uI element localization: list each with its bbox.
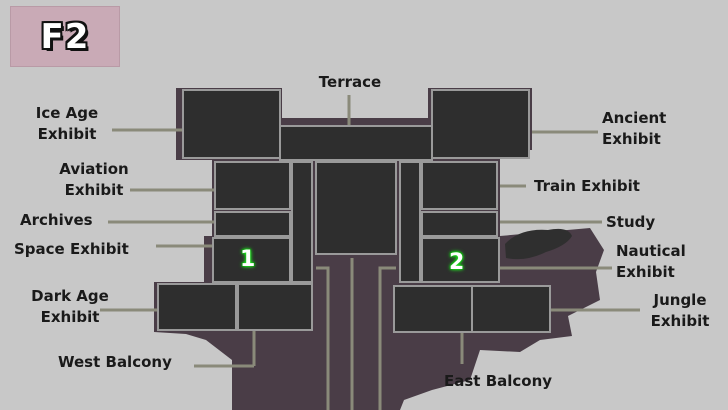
room-east-corridor bbox=[399, 161, 421, 283]
label-nautical: Nautical Exhibit bbox=[616, 241, 686, 283]
label-dark-age-line2: Exhibit bbox=[40, 308, 100, 326]
label-aviation-line2: Exhibit bbox=[64, 181, 124, 199]
label-jungle-line1: Jungle bbox=[653, 291, 707, 309]
label-ice-age-line1: Ice Age bbox=[35, 104, 99, 122]
label-jungle: Jungle Exhibit bbox=[640, 290, 720, 332]
room-nautical bbox=[421, 237, 500, 283]
room-west-corridor bbox=[291, 161, 313, 283]
label-nautical-line1: Nautical bbox=[616, 242, 686, 260]
marker-1: 1 bbox=[240, 247, 256, 272]
label-space: Space Exhibit bbox=[14, 240, 129, 258]
room-space bbox=[212, 237, 291, 283]
room-ice-age bbox=[182, 89, 281, 159]
label-nautical-line2: Exhibit bbox=[616, 263, 675, 281]
label-terrace: Terrace bbox=[318, 73, 382, 91]
label-dark-age: Dark Age Exhibit bbox=[20, 286, 120, 328]
nautical-blob bbox=[505, 228, 572, 260]
label-east-balcony: East Balcony bbox=[444, 372, 553, 390]
label-ice-age-line2: Exhibit bbox=[37, 125, 97, 143]
room-ancient bbox=[431, 89, 530, 159]
room-train bbox=[421, 161, 498, 210]
leader-lines bbox=[100, 95, 640, 368]
corridor-lines bbox=[316, 258, 396, 410]
room-east-balcony-hall bbox=[393, 285, 473, 333]
label-aviation: Aviation Exhibit bbox=[44, 159, 144, 201]
room-central-hall bbox=[315, 161, 397, 255]
room-archives bbox=[214, 211, 291, 237]
floor-badge: F2 bbox=[10, 6, 120, 67]
label-train: Train Exhibit bbox=[534, 177, 640, 195]
rooms bbox=[157, 89, 551, 333]
label-west-balcony: West Balcony bbox=[58, 353, 172, 371]
label-dark-age-line1: Dark Age bbox=[31, 287, 109, 305]
label-ancient-line2: Exhibit bbox=[602, 130, 661, 148]
room-aviation bbox=[214, 161, 291, 210]
label-aviation-line1: Aviation bbox=[59, 160, 129, 178]
room-study bbox=[421, 211, 498, 237]
label-archives: Archives bbox=[20, 211, 93, 229]
label-jungle-line2: Exhibit bbox=[650, 312, 710, 330]
label-study: Study bbox=[606, 213, 656, 231]
label-ancient-line1: Ancient bbox=[602, 109, 667, 127]
label-ancient: Ancient Exhibit bbox=[602, 108, 666, 150]
floor-label: F2 bbox=[40, 16, 90, 57]
room-jungle bbox=[471, 285, 551, 333]
marker-2: 2 bbox=[449, 250, 465, 275]
room-dark-age bbox=[157, 283, 237, 331]
room-terrace bbox=[279, 125, 433, 161]
label-ice-age: Ice Age Exhibit bbox=[26, 103, 108, 145]
room-dark-age-annex bbox=[237, 283, 313, 331]
